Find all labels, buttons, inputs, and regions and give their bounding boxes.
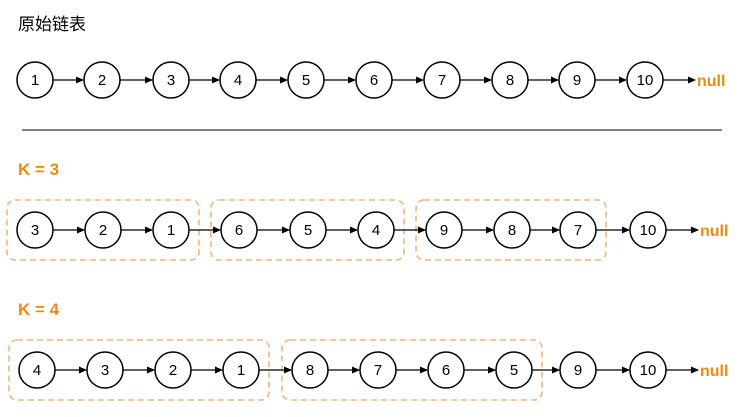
k3-node-value: 1 — [167, 222, 175, 239]
original-node-value: 7 — [438, 72, 446, 89]
k4-node-circle — [291, 351, 329, 389]
original-node-circle — [491, 61, 529, 99]
k3-node-circle — [357, 211, 395, 249]
original-null-label: null — [697, 73, 725, 90]
original-node-circle — [16, 61, 54, 99]
k3-list: 3 2 1 6 5 4 9 8 7 10 null — [6, 199, 728, 261]
k3-node-value: 8 — [508, 222, 516, 239]
k4-node-value: 7 — [374, 362, 382, 379]
k3-node-circle — [425, 211, 463, 249]
k4-node-value: 3 — [101, 362, 109, 379]
k3-node-value: 2 — [99, 222, 107, 239]
k4-node-circle — [559, 351, 597, 389]
k4-node-value: 5 — [510, 362, 518, 379]
k3-node-circle — [629, 211, 667, 249]
k3-node-value: 7 — [574, 222, 582, 239]
k4-node-value: 2 — [169, 362, 177, 379]
original-node-circle — [355, 61, 393, 99]
k3-null-label: null — [700, 223, 728, 240]
k4-node-value: 9 — [574, 362, 582, 379]
k3-node-circle — [289, 211, 327, 249]
k4-list: 4 3 2 1 8 7 6 5 9 10 null — [8, 339, 728, 401]
k4-group-1 — [8, 339, 270, 401]
original-node-circle — [423, 61, 461, 99]
k3-node-circle — [152, 211, 190, 249]
k3-node-circle — [84, 211, 122, 249]
k4-node-circle — [18, 351, 56, 389]
k4-node-circle — [427, 351, 465, 389]
k4-node-circle — [359, 351, 397, 389]
original-node-circle — [287, 61, 325, 99]
k4-node-circle — [154, 351, 192, 389]
k3-node-circle — [559, 211, 597, 249]
original-node-circle — [219, 61, 257, 99]
original-node-circle — [83, 61, 121, 99]
original-node-value: 9 — [573, 72, 581, 89]
original-node-circle — [152, 61, 190, 99]
k3-node-value: 10 — [640, 222, 657, 239]
k4-node-circle — [222, 351, 260, 389]
k3-node-circle — [16, 211, 54, 249]
k4-node-value: 4 — [33, 362, 41, 379]
original-node-value: 3 — [167, 72, 175, 89]
k4-node-circle — [86, 351, 124, 389]
k4-node-value: 1 — [237, 362, 245, 379]
original-node-value: 5 — [302, 72, 310, 89]
k3-node-value: 6 — [235, 222, 243, 239]
k3-node-value: 9 — [440, 222, 448, 239]
original-node-value: 2 — [98, 72, 106, 89]
k4-node-value: 10 — [640, 362, 657, 379]
k3-node-value: 3 — [31, 222, 39, 239]
original-list: 1 2 3 4 5 6 7 8 9 10 null — [16, 61, 725, 99]
original-node-value: 1 — [31, 72, 39, 89]
original-node-circle — [558, 61, 596, 99]
k4-node-circle — [629, 351, 667, 389]
original-node-value: 6 — [370, 72, 378, 89]
k3-node-circle — [220, 211, 258, 249]
original-node-value: 8 — [506, 72, 514, 89]
k4-node-value: 6 — [442, 362, 450, 379]
k3-node-value: 4 — [372, 222, 380, 239]
k3-label: K = 3 — [18, 160, 60, 179]
k4-node-value: 8 — [306, 362, 314, 379]
k4-label: K = 4 — [18, 300, 60, 319]
k4-node-circle — [495, 351, 533, 389]
k3-node-value: 5 — [304, 222, 312, 239]
k4-null-label: null — [700, 363, 728, 380]
page-title: 原始链表 — [18, 15, 86, 34]
original-node-value: 4 — [234, 72, 242, 89]
original-node-value: 10 — [637, 72, 654, 89]
original-node-circle — [626, 61, 664, 99]
k3-node-circle — [493, 211, 531, 249]
